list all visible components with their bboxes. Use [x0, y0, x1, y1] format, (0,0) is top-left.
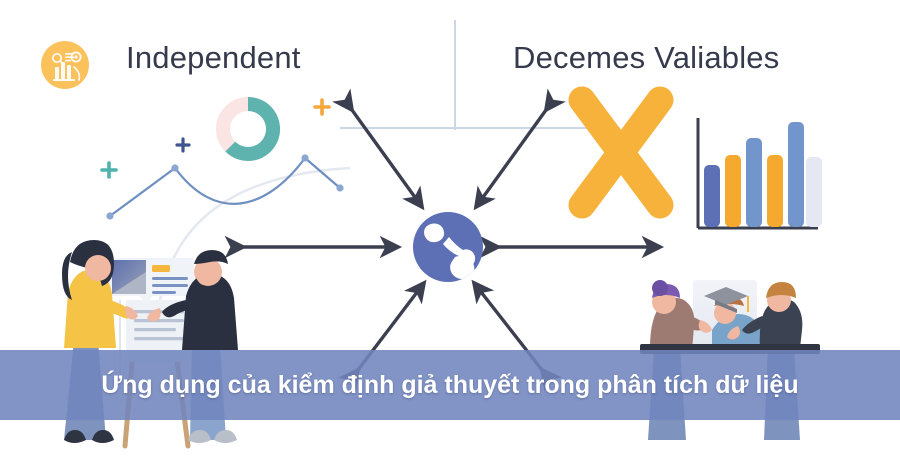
bar-chart: [696, 118, 822, 230]
title-banner: Ứng dụng của kiểm định giả thuyết trong …: [0, 350, 900, 420]
arrow-upper-left: [332, 88, 425, 211]
arrow-upper-right: [473, 88, 566, 211]
plus-teal-icon: [100, 161, 118, 179]
line-chart: [106, 154, 344, 220]
globe-icon: [413, 212, 483, 282]
analytics-badge-icon: [41, 41, 89, 89]
x-mark-icon: [568, 86, 674, 219]
heading-independent: Independent: [126, 40, 301, 75]
donut-chart: [216, 96, 280, 161]
plus-navy-icon: [175, 137, 191, 153]
heading-decemes-valiables: Decemes Valiables: [513, 40, 780, 75]
analytics-badge-glyph: [52, 51, 82, 81]
plus-orange-icon: [313, 98, 331, 116]
banner-title-text: Ứng dụng của kiểm định giả thuyết trong …: [101, 370, 799, 399]
